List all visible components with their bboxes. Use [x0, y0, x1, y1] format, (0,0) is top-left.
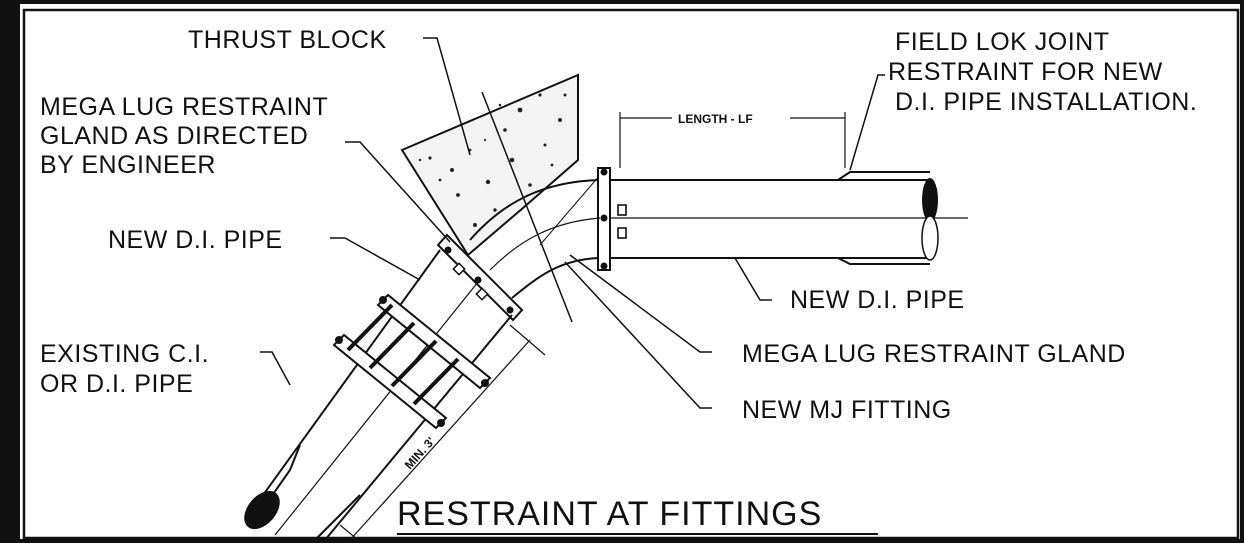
- leader-lines: [260, 37, 885, 409]
- new-di-pipe-left-label: NEW D.I. PIPE: [108, 226, 283, 254]
- mega-lug-directed-label-2: GLAND AS DIRECTED: [40, 122, 308, 150]
- border-left-strip: [2, 2, 20, 541]
- length-lf-dimension: LENGTH - LF: [619, 112, 846, 168]
- mj-gland-left: [436, 233, 524, 322]
- mega-lug-gland-label: MEGA LUG RESTRAINT GLAND: [742, 340, 1126, 368]
- existing-pipe-label-1: EXISTING C.I.: [40, 340, 209, 368]
- length-lf-label: LENGTH - LF: [678, 112, 753, 126]
- field-lok-label-3: D.I. PIPE INSTALLATION.: [895, 88, 1197, 116]
- field-lok-label-1: FIELD LOK JOINT: [895, 28, 1109, 56]
- restraint-coupling: [332, 293, 492, 430]
- thrust-block: [400, 73, 579, 257]
- mega-lug-directed-label-3: BY ENGINEER: [40, 151, 216, 179]
- new-di-pipe-right: [600, 171, 968, 265]
- new-di-pipe-left: [244, 249, 513, 541]
- diagram-title: RESTRAINT AT FITTINGS: [397, 495, 822, 533]
- border-inner: [22, 8, 1240, 540]
- mj-fitting-bend: [469, 179, 601, 299]
- thrust-block-label: THRUST BLOCK: [188, 26, 387, 54]
- field-lok-label-2: RESTRAINT FOR NEW: [888, 58, 1163, 86]
- mega-lug-directed-label-1: MEGA LUG RESTRAINT: [40, 93, 328, 121]
- new-di-pipe-right-label: NEW D.I. PIPE: [790, 286, 965, 314]
- existing-pipe-label-2: OR D.I. PIPE: [40, 370, 193, 398]
- new-mj-fitting-label: NEW MJ FITTING: [742, 396, 952, 424]
- mj-gland-right: [597, 167, 627, 271]
- bend-axis-line: [481, 91, 573, 323]
- bend-bisector-line: [539, 174, 601, 246]
